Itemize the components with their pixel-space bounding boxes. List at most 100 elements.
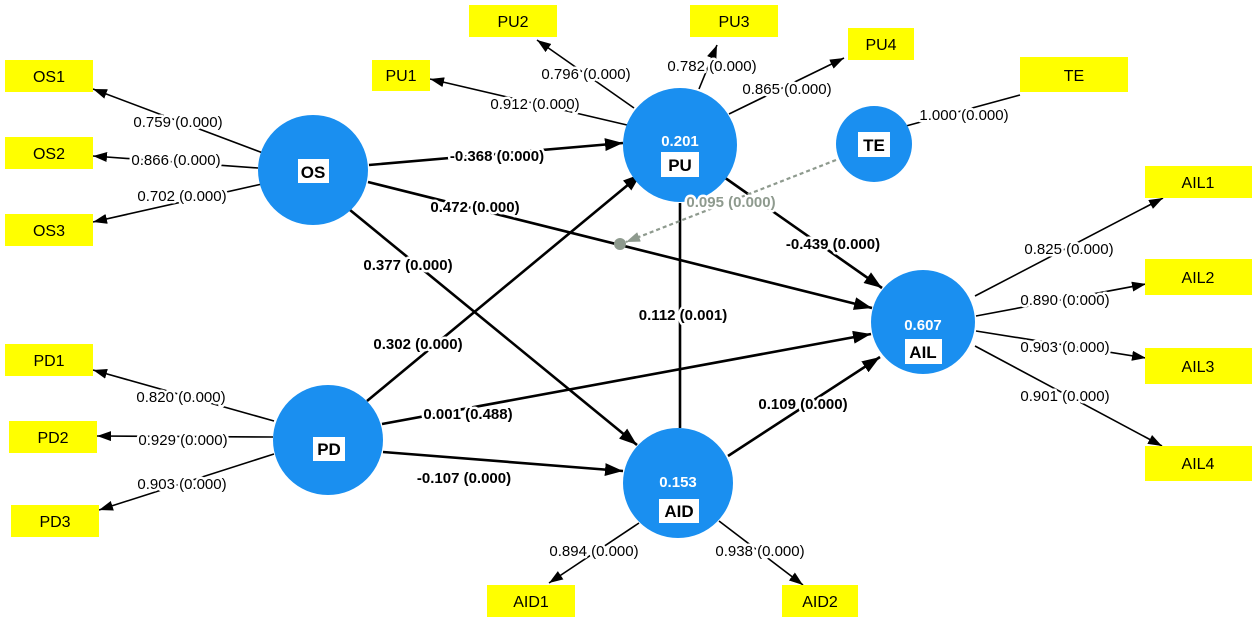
loading-label-pu2: 0.796 (0.000) bbox=[541, 66, 630, 83]
path-label-pu-ail: -0.439 (0.000) bbox=[786, 236, 880, 253]
path-label-aid-ail: 0.109 (0.000) bbox=[758, 396, 847, 413]
indicator-box bbox=[487, 585, 575, 617]
indicator-pu1: PU1 bbox=[372, 60, 430, 91]
indicator-box bbox=[1145, 259, 1252, 295]
construct-ail: 0.607 AIL bbox=[871, 270, 975, 374]
path-label-pd-ail: 0.001 (0.488) bbox=[423, 406, 512, 423]
construct-te-label: TE bbox=[863, 136, 885, 155]
path-aid-ail bbox=[727, 355, 881, 458]
construct-os-label: OS bbox=[301, 163, 326, 182]
indicator-ail1: AIL1 bbox=[1145, 166, 1252, 198]
construct-os-label-box bbox=[298, 159, 329, 183]
loading-label-te: 1.000 (0.000) bbox=[919, 107, 1008, 124]
loading-label-ail2: 0.890 (0.000) bbox=[1020, 292, 1109, 309]
path-pd-pu bbox=[366, 172, 642, 403]
indicator-pu3: PU3 bbox=[690, 5, 778, 37]
loading-label-pd2: 0.929 (0.000) bbox=[138, 432, 227, 449]
indicator-label: PD3 bbox=[39, 514, 70, 531]
loading-label-os2: 0.866 (0.000) bbox=[131, 152, 220, 169]
indicator-box bbox=[5, 344, 93, 376]
construct-ail-circle bbox=[871, 270, 975, 374]
indicator-label: AIL2 bbox=[1182, 270, 1215, 287]
indicator-aid2: AID2 bbox=[782, 585, 858, 617]
indicator-label: TE bbox=[1064, 68, 1084, 85]
indicator-box bbox=[11, 505, 99, 537]
indicator-aid1: AID1 bbox=[487, 585, 575, 617]
indicator-label: AIL3 bbox=[1182, 359, 1215, 376]
indicator-label: AIL4 bbox=[1182, 456, 1215, 473]
indicator-box bbox=[372, 60, 430, 91]
path-pd-aid bbox=[382, 450, 624, 477]
loading-label-ail4: 0.901 (0.000) bbox=[1020, 388, 1109, 405]
construct-pu-r2: 0.201 bbox=[661, 133, 699, 150]
indicator-pd3: PD3 bbox=[11, 505, 99, 537]
indicator-label: PD2 bbox=[37, 430, 68, 447]
construct-pu-label-box bbox=[661, 152, 699, 177]
loading-label-aid2: 0.938 (0.000) bbox=[715, 543, 804, 560]
indicator-os3: OS3 bbox=[5, 214, 93, 246]
loading-label-pu3: 0.782 (0.000) bbox=[667, 58, 756, 75]
construct-aid: 0.153 AID bbox=[623, 428, 733, 538]
indicator-label: PU4 bbox=[865, 37, 896, 54]
indicator-label: PU3 bbox=[718, 14, 749, 31]
indicator-label: AID2 bbox=[802, 594, 838, 611]
loading-arrow-pu3 bbox=[698, 44, 718, 90]
indicator-box bbox=[5, 137, 93, 169]
indicator-box bbox=[469, 5, 557, 37]
loading-arrow-pu2 bbox=[536, 39, 635, 109]
loading-arrow-aid1 bbox=[548, 522, 640, 584]
construct-te: TE bbox=[836, 106, 912, 182]
construct-pu-circle bbox=[623, 88, 737, 202]
construct-aid-label-box bbox=[659, 499, 699, 523]
indicator-ail2: AIL2 bbox=[1145, 259, 1252, 295]
construct-pu-label: PU bbox=[668, 156, 692, 175]
construct-pd-label-box bbox=[313, 437, 345, 461]
indicator-box bbox=[848, 28, 914, 60]
construct-pu: 0.201 PU bbox=[623, 88, 737, 202]
loading-arrow-ail3 bbox=[975, 330, 1147, 361]
indicator-label: PD1 bbox=[33, 353, 64, 370]
loading-label-ail1: 0.825 (0.000) bbox=[1024, 241, 1113, 258]
construct-os: OS bbox=[258, 115, 368, 225]
loading-arrow-pu4 bbox=[728, 57, 845, 115]
construct-ail-r2: 0.607 bbox=[904, 317, 942, 334]
loading-label-pu1: 0.912 (0.000) bbox=[490, 96, 579, 113]
construct-aid-circle bbox=[623, 428, 733, 538]
loading-label-pu4: 0.865 (0.000) bbox=[742, 81, 831, 98]
indicator-ail3: AIL3 bbox=[1145, 348, 1252, 384]
loading-arrow-pd2 bbox=[96, 431, 274, 442]
loading-label-pd1: 0.820 (0.000) bbox=[136, 389, 225, 406]
indicator-ail4: AIL4 bbox=[1145, 446, 1252, 481]
construct-aid-r2: 0.153 bbox=[659, 474, 697, 491]
path-label-te-moderation: 0.095 (0.000) bbox=[686, 194, 775, 211]
indicator-label: OS3 bbox=[33, 223, 65, 240]
path-label-pd-pu: 0.302 (0.000) bbox=[373, 336, 462, 353]
indicator-box bbox=[690, 5, 778, 37]
indicator-label: OS2 bbox=[33, 146, 65, 163]
indicator-box bbox=[9, 421, 97, 453]
path-te-moderation bbox=[625, 158, 837, 244]
indicator-pd2: PD2 bbox=[9, 421, 97, 453]
indicator-os1: OS1 bbox=[5, 60, 93, 92]
indicator-box bbox=[5, 214, 93, 246]
construct-ail-label: AIL bbox=[909, 343, 936, 362]
indicator-box bbox=[5, 60, 93, 92]
indicator-label: PU2 bbox=[497, 14, 528, 31]
indicator-box bbox=[1145, 446, 1252, 481]
path-label-pd-aid: -0.107 (0.000) bbox=[417, 470, 511, 487]
loading-label-ail3: 0.903 (0.000) bbox=[1020, 339, 1109, 356]
loading-line-te bbox=[905, 94, 1021, 127]
path-pd-ail bbox=[381, 330, 872, 426]
loading-label-aid1: 0.894 (0.000) bbox=[549, 543, 638, 560]
construct-aid-label: AID bbox=[664, 502, 693, 521]
indicator-label: OS1 bbox=[33, 69, 65, 86]
indicator-label: AIL1 bbox=[1182, 175, 1215, 192]
loading-arrow-pu1 bbox=[429, 77, 628, 126]
indicator-label: AID1 bbox=[513, 594, 549, 611]
loading-arrow-ail1 bbox=[974, 197, 1164, 297]
path-label-os-ail: 0.472 (0.000) bbox=[430, 199, 519, 216]
path-coefficient-labels: -0.368 (0.000) 0.472 (0.000) 0.377 (0.00… bbox=[361, 146, 883, 490]
indicator-te: TE bbox=[1020, 57, 1128, 92]
indicator-label: PU1 bbox=[385, 68, 416, 85]
loading-arrow-os2 bbox=[92, 152, 259, 169]
